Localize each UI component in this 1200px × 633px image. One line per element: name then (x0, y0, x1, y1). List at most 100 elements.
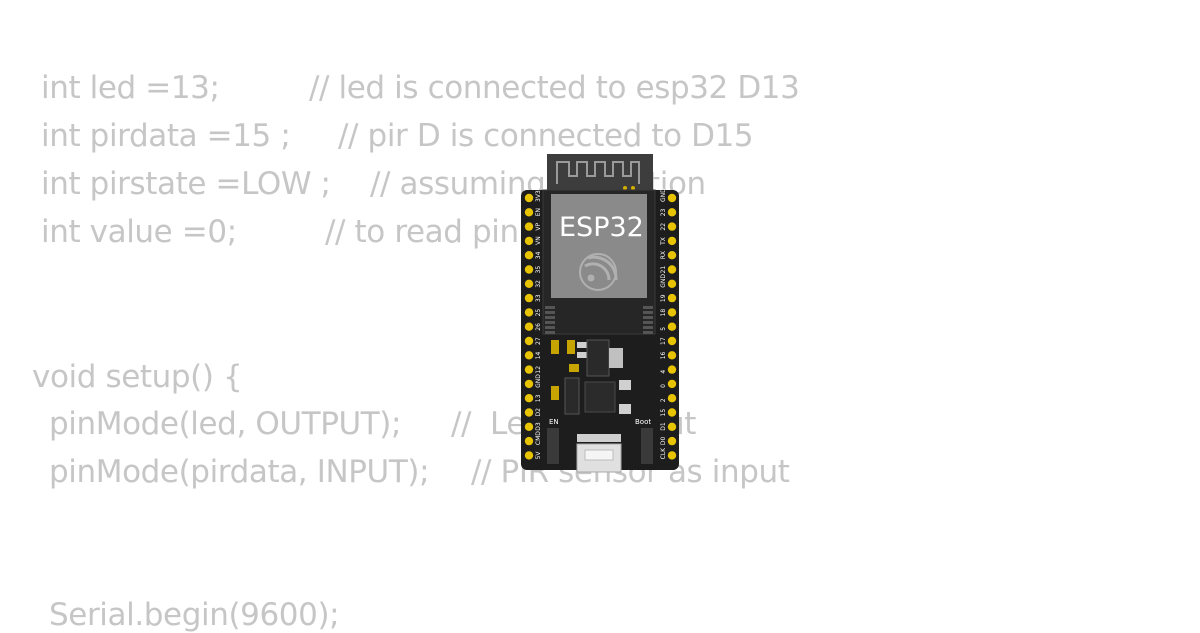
pin-header[interactable] (524, 279, 534, 288)
pin-header[interactable] (524, 222, 534, 231)
smd-component (619, 380, 631, 390)
pin-label: CLK (660, 447, 667, 460)
pin-label: TX (660, 237, 667, 246)
pin-label: 22 (660, 223, 667, 231)
espressif-logo-icon (579, 253, 618, 291)
rf-shield (551, 194, 647, 298)
pin-label: GND (535, 374, 542, 388)
pin-header[interactable] (667, 394, 677, 403)
pin-header[interactable] (667, 251, 677, 260)
code-comment: // led is connected to esp32 D13 (309, 70, 800, 106)
pin-header[interactable] (667, 451, 677, 460)
pin-header[interactable] (667, 336, 677, 346)
pin-header[interactable] (524, 436, 534, 446)
code-line: int led =13; (41, 70, 220, 106)
pin-label: D3 (535, 422, 542, 431)
smd-component (619, 404, 631, 414)
pin-label: 12 (535, 366, 542, 374)
led-component (551, 340, 559, 354)
pin-header[interactable] (524, 451, 534, 460)
usb-uart-chip (584, 381, 616, 413)
module-pad (545, 316, 555, 319)
pin-label: 25 (535, 309, 542, 317)
left-pin-labels: 3V3ENVPVN343532332526271412GND13D2D3CMD5… (535, 190, 542, 459)
pin-header[interactable] (524, 251, 534, 260)
antenna-pad (623, 186, 627, 190)
pin-header[interactable] (524, 422, 534, 431)
pin-label: EN (535, 208, 542, 216)
pin-label: 32 (535, 280, 542, 288)
pin-header[interactable] (524, 322, 534, 331)
code-line: int pirdata =15 ; (41, 118, 291, 154)
pin-header[interactable] (524, 193, 534, 203)
pin-label: 14 (535, 351, 542, 359)
module-pad (545, 331, 555, 334)
boot-button-label: Boot (635, 418, 651, 426)
code-line: Serial.begin(9600); (49, 597, 340, 633)
en-button-label: EN (549, 418, 559, 426)
module-pad (643, 326, 653, 329)
pin-label: 5V (535, 451, 542, 460)
pin-label: 35 (535, 266, 542, 274)
pin-header[interactable] (667, 322, 677, 331)
usb-socket (584, 449, 614, 461)
pin-header[interactable] (524, 351, 534, 360)
module-pad (643, 316, 653, 319)
code-comment: // assuming (370, 166, 546, 202)
pin-label: D2 (535, 408, 542, 417)
esp32-board-graphic: ESP32 3V3ENVPVN343532332526271412GND13D2… (521, 154, 679, 473)
pin-header[interactable] (667, 293, 677, 303)
smd-component (569, 364, 579, 372)
pin-header[interactable] (667, 265, 677, 274)
pin-header[interactable] (524, 408, 534, 417)
en-button[interactable] (547, 428, 559, 464)
antenna-module (547, 154, 653, 194)
pin-header[interactable] (667, 379, 677, 389)
pin-header[interactable] (524, 365, 534, 374)
led-component (567, 340, 575, 354)
pin-header[interactable] (667, 208, 677, 217)
module-pad (545, 306, 555, 309)
pin-header[interactable] (667, 422, 677, 431)
pin-label: 3V3 (535, 190, 542, 202)
module-pad (545, 311, 555, 314)
pin-label: RX (660, 251, 667, 259)
pin-label: 23 (660, 208, 667, 216)
pin-header[interactable] (667, 236, 677, 246)
code-comment: // Le (451, 406, 525, 442)
antenna-trace-icon (556, 161, 640, 184)
pin-header[interactable] (667, 408, 677, 417)
code-line: void setup() { (32, 359, 243, 395)
pin-header[interactable] (667, 193, 677, 203)
pin-header[interactable] (667, 279, 677, 288)
pin-header[interactable] (524, 394, 534, 403)
pin-header[interactable] (524, 265, 534, 274)
pin-header[interactable] (524, 308, 534, 317)
pin-label: 19 (660, 294, 667, 302)
pin-label: VN (535, 236, 542, 245)
regulator (586, 339, 610, 377)
pin-label: GND (660, 274, 667, 288)
pin-header[interactable] (524, 379, 534, 389)
pin-label: 13 (535, 394, 542, 402)
pin-label: 4 (660, 370, 667, 374)
pin-label: CMD (535, 431, 542, 445)
pin-header[interactable] (667, 365, 677, 374)
pin-header[interactable] (524, 208, 534, 217)
pin-label: GND (660, 188, 667, 202)
antenna-pad (631, 186, 635, 190)
pin-label: D0 (660, 436, 667, 445)
module-pad (545, 326, 555, 329)
code-comment: // pir D is connected to D15 (338, 118, 754, 154)
pin-header[interactable] (524, 336, 534, 346)
smd-component (551, 386, 559, 400)
pin-header[interactable] (667, 222, 677, 231)
capacitor (609, 348, 623, 368)
pin-header[interactable] (524, 293, 534, 303)
boot-button[interactable] (641, 428, 653, 464)
pin-header[interactable] (667, 436, 677, 446)
pin-header[interactable] (667, 351, 677, 360)
pin-header[interactable] (524, 236, 534, 246)
pin-header[interactable] (667, 308, 677, 317)
